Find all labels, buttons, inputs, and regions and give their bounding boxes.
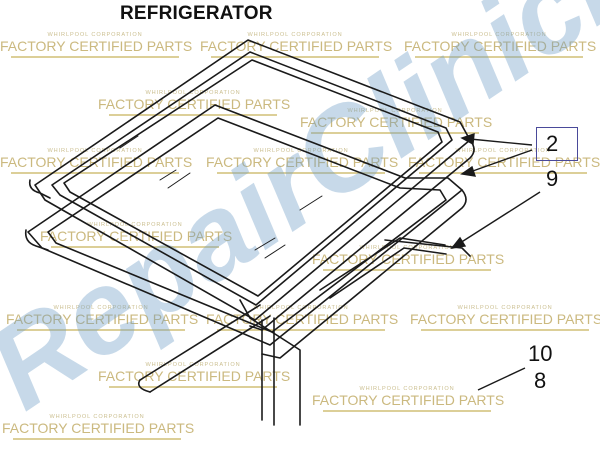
callout-label[interactable]: 9 xyxy=(546,166,559,191)
callout-box-highlight xyxy=(536,127,578,161)
diagram-title: REFRIGERATOR xyxy=(120,3,273,24)
callout-label[interactable]: 8 xyxy=(534,368,547,393)
callout-label[interactable]: 2 xyxy=(546,131,559,156)
callout-label[interactable]: 10 xyxy=(528,341,553,366)
